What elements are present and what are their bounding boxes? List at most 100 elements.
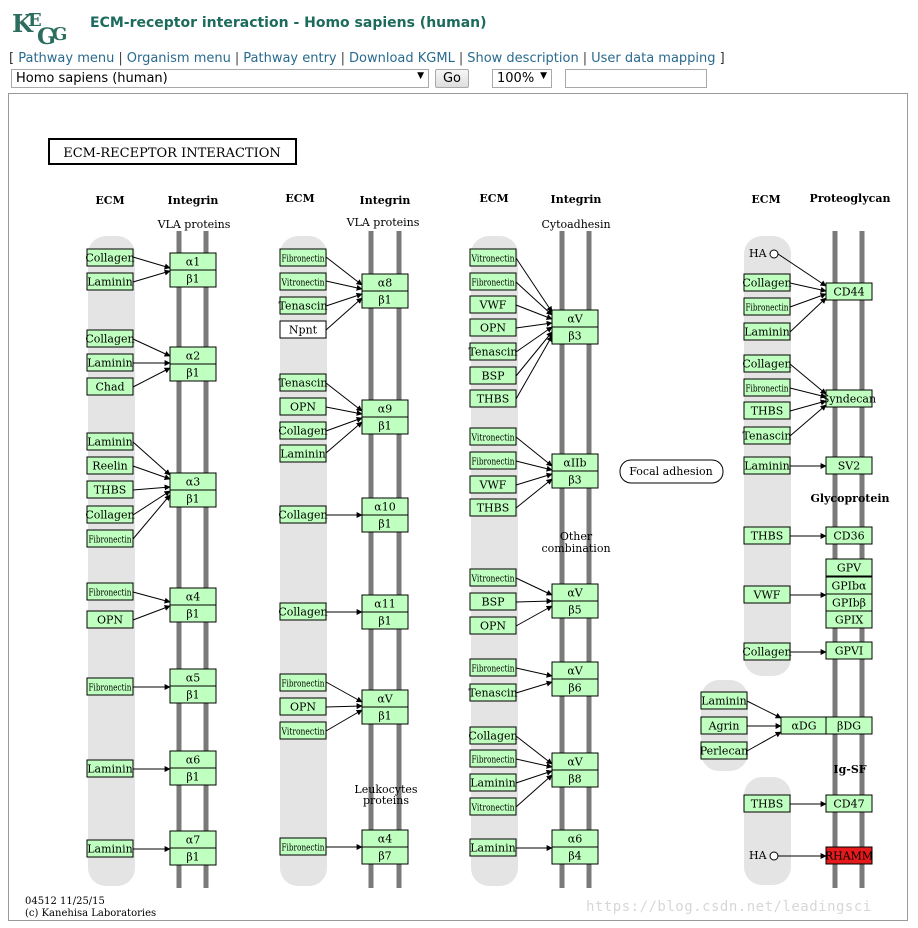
ecm-node-collagen[interactable]: Collagen [278,602,328,621]
kegg-logo[interactable]: K E G G [12,6,74,52]
receptor-node-dg[interactable]: βDG [825,716,873,735]
receptor-node-v[interactable]: αV [551,309,599,328]
ecm-node-thbs[interactable]: THBS [743,794,791,813]
ecm-node-laminin[interactable]: Laminin [86,272,134,291]
ecm-node-vwf[interactable]: VWF [469,475,517,494]
focal-adhesion-link[interactable] [619,459,724,484]
ecm-node-thbs[interactable]: THBS [743,401,791,420]
ecm-node-fibronectin[interactable]: Fibronectin [279,673,327,692]
ecm-node-chad[interactable]: Chad [86,377,134,396]
receptor-node-6[interactable]: α6 [551,829,599,848]
receptor-node-iib[interactable]: αIIb [551,453,599,472]
ha-compound-icon[interactable] [769,249,779,259]
receptor-node-4[interactable]: β4 [551,846,599,865]
ecm-node-collagen[interactable]: Collagen [278,505,328,524]
ecm-node-collagen[interactable]: Collagen [85,329,135,348]
receptor-node-9[interactable]: α9 [361,399,409,418]
ecm-node-fibronectin[interactable]: Fibronectin [86,582,134,601]
ecm-node-laminin[interactable]: Laminin [279,444,327,463]
receptor-node-gpvi[interactable]: GPVI [825,641,873,660]
ecm-node-fibronectin[interactable]: Fibronectin [469,272,517,291]
receptor-node-1[interactable]: β1 [169,269,217,288]
ecm-node-vitronectin[interactable]: Vitronectin [279,272,327,291]
receptor-node-v[interactable]: αV [551,752,599,771]
menu-link-show-description[interactable]: Show description [467,51,579,66]
receptor-node-11[interactable]: α11 [361,594,409,613]
zoom-select[interactable]: 100% ▼ [492,69,552,88]
ecm-node-vitronectin[interactable]: Vitronectin [469,568,517,587]
ecm-node-thbs[interactable]: THBS [469,389,517,408]
ecm-node-tenascin[interactable]: Tenascin [742,426,792,445]
receptor-node-1[interactable]: β1 [169,363,217,382]
receptor-node-1[interactable]: β1 [169,767,217,786]
receptor-node-1[interactable]: β1 [169,847,217,866]
ecm-node-laminin[interactable]: Laminin [86,432,134,451]
menu-link-download-kgml[interactable]: Download KGML [349,51,455,66]
search-input[interactable] [565,69,707,88]
ecm-node-laminin[interactable]: Laminin [743,322,791,341]
receptor-node-v[interactable]: αV [361,689,409,708]
receptor-node-1[interactable]: β1 [361,290,409,309]
ha-compound-icon[interactable] [769,851,779,861]
ecm-node-opn[interactable]: OPN [279,697,327,716]
ecm-node-laminin[interactable]: Laminin [743,456,791,475]
receptor-node-dg[interactable]: αDG [780,716,828,735]
ecm-node-vwf[interactable]: VWF [743,585,791,604]
receptor-node-4[interactable]: α4 [361,829,409,848]
receptor-node-6[interactable]: β6 [551,678,599,697]
receptor-node-3[interactable]: β3 [551,326,599,345]
receptor-node-1[interactable]: β1 [169,685,217,704]
menu-link-organism-menu[interactable]: Organism menu [126,51,231,66]
menu-link-pathway-menu[interactable]: Pathway menu [18,51,115,66]
ecm-node-collagen[interactable]: Collagen [85,505,135,524]
go-button[interactable]: Go [435,69,469,88]
receptor-node-7[interactable]: α7 [169,830,217,849]
ecm-node-collagen[interactable]: Collagen [742,273,792,292]
receptor-node-syndecan[interactable]: Syndecan [822,389,876,408]
menu-link-user-data-mapping[interactable]: User data mapping [591,51,716,66]
ecm-node-laminin[interactable]: Laminin [469,773,517,792]
receptor-node-1[interactable]: β1 [169,604,217,623]
receptor-node-1[interactable]: β1 [361,706,409,725]
receptor-node-1[interactable]: β1 [361,416,409,435]
ecm-node-tenascin[interactable]: Tenascin [278,373,328,392]
receptor-node-3[interactable]: α3 [169,472,217,491]
ecm-node-fibronectin[interactable]: Fibronectin [743,378,791,397]
ecm-node-collagen[interactable]: Collagen [278,421,328,440]
ecm-node-collagen[interactable]: Collagen [468,726,518,745]
ecm-node-laminin[interactable]: Laminin [86,759,134,778]
receptor-node-cd44[interactable]: CD44 [825,282,873,301]
receptor-node-1[interactable]: α1 [169,252,217,271]
ecm-node-fibronectin[interactable]: Fibronectin [743,297,791,316]
organism-select[interactable]: Homo sapiens (human) ▼ [11,69,429,88]
ecm-node-opn[interactable]: OPN [279,397,327,416]
ecm-node-thbs[interactable]: THBS [743,526,791,545]
receptor-node-v[interactable]: αV [551,583,599,602]
ecm-node-collagen[interactable]: Collagen [742,642,792,661]
ecm-node-vwf[interactable]: VWF [469,295,517,314]
ecm-node-fibronectin[interactable]: Fibronectin [469,749,517,768]
ecm-node-bsp[interactable]: BSP [469,592,517,611]
receptor-node-2[interactable]: α2 [169,346,217,365]
ecm-node-perlecan[interactable]: Perlecan [700,741,749,760]
receptor-node-gpv[interactable]: GPV [825,558,873,577]
ecm-node-tenascin[interactable]: Tenascin [278,296,328,315]
receptor-node-4[interactable]: α4 [169,587,217,606]
ecm-node-tenascin[interactable]: Tenascin [468,683,518,702]
ecm-node-thbs[interactable]: THBS [469,498,517,517]
ecm-node-laminin[interactable]: Laminin [700,691,748,710]
receptor-node-6[interactable]: α6 [169,750,217,769]
receptor-node-3[interactable]: β3 [551,470,599,489]
receptor-node-sv2[interactable]: SV2 [825,456,873,475]
ecm-node-npnt[interactable]: Npnt [279,320,327,339]
ecm-node-collagen[interactable]: Collagen [742,354,792,373]
ecm-node-vitronectin[interactable]: Vitronectin [469,797,517,816]
receptor-node-10[interactable]: α10 [361,497,409,516]
ecm-node-laminin[interactable]: Laminin [86,839,134,858]
receptor-node-gpib[interactable]: GPIbα [825,576,873,595]
receptor-node-7[interactable]: β7 [361,846,409,865]
ecm-node-fibronectin[interactable]: Fibronectin [469,658,517,677]
receptor-node-5[interactable]: β5 [551,600,599,619]
ecm-node-fibronectin[interactable]: Fibronectin [86,529,134,548]
ecm-node-laminin[interactable]: Laminin [469,838,517,857]
